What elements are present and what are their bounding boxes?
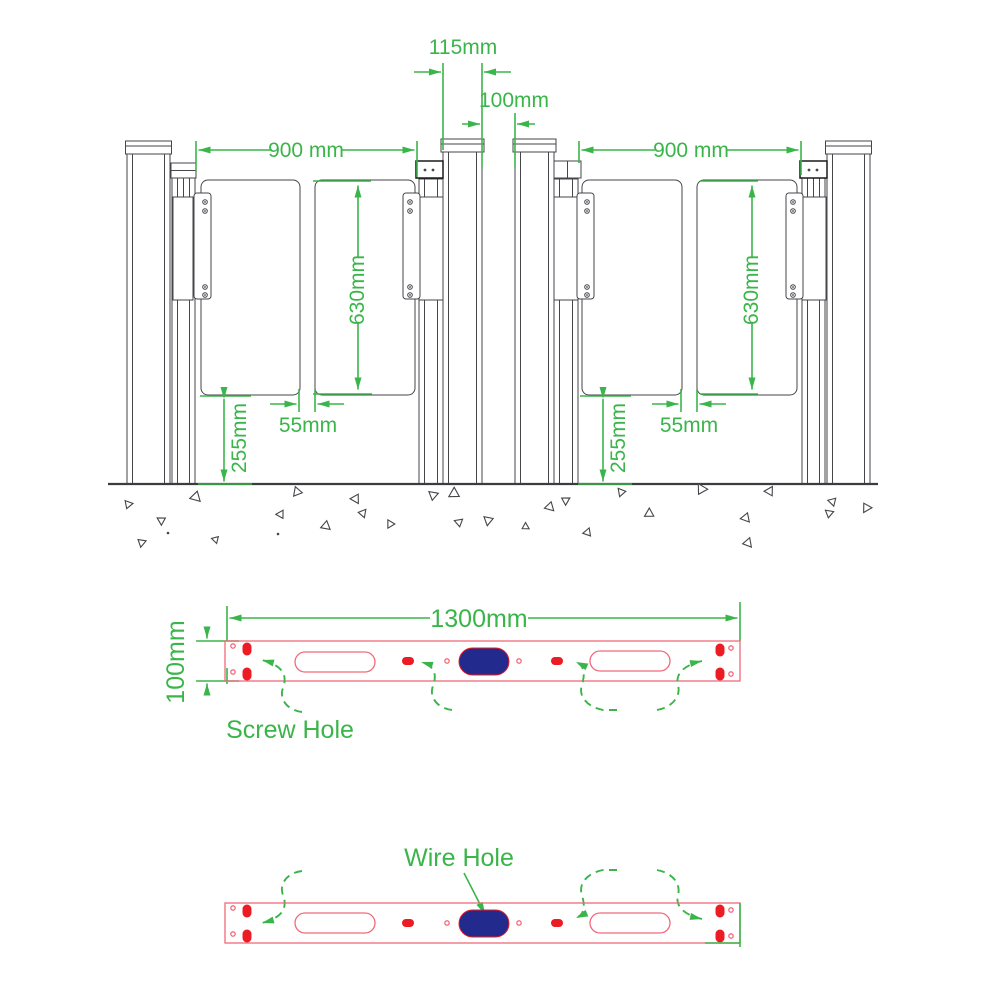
- dim-630-right-label: 630mm: [740, 255, 763, 325]
- dim-100-label: 100mm: [479, 89, 549, 112]
- dim-55-left-label: 55mm: [279, 414, 337, 437]
- ground-hatch-dot: [276, 532, 280, 536]
- wire-hole-callout-arrows: [261, 869, 703, 924]
- dim-115-label: 115mm: [429, 36, 497, 59]
- screw-hole-callout-arrows: [261, 659, 703, 713]
- ground-hatch-triangle: [617, 487, 627, 498]
- ground-hatch-triangle: [292, 485, 304, 497]
- screw-hole: [242, 642, 252, 656]
- slot-hole: [294, 651, 376, 673]
- screw-hole: [402, 657, 414, 665]
- glass-panel-1: [200, 179, 301, 396]
- screw-hole-label: Screw Hole: [226, 716, 354, 744]
- ground-hatch-triangle: [319, 519, 331, 531]
- base-plate-bottom-view: Wire Hole: [224, 844, 741, 947]
- screw-hole: [715, 929, 725, 943]
- ground-hatch-triangle: [483, 515, 495, 527]
- screw-hole: [242, 929, 252, 943]
- sensor-box-right-end: [799, 160, 828, 179]
- plate-top-dimensions: 100mm 1300mm: [162, 602, 741, 704]
- dim-255-right-label: 255mm: [607, 403, 630, 473]
- ground-hatch-triangle: [188, 490, 201, 503]
- plate-length-label: 1300mm: [430, 605, 527, 633]
- ground-hatch-triangle: [453, 518, 464, 528]
- base-plate-outline-bottom: [224, 902, 741, 947]
- dim-255-left-label: 255mm: [228, 403, 251, 473]
- ground-hatch-triangle: [824, 509, 835, 519]
- wire-hole: [458, 647, 510, 676]
- ground-hatch-triangle: [697, 482, 709, 496]
- gate-post-center-right: [512, 138, 557, 485]
- wire-hole-label: Wire Hole: [404, 844, 514, 872]
- ground-hatch-triangle: [357, 508, 367, 519]
- base-plate-outline: [224, 640, 741, 682]
- glass-panel-3: [581, 179, 683, 396]
- ground-hatch-triangle: [156, 517, 167, 527]
- dim-900-left-label: 900 mm: [268, 139, 344, 162]
- hinge-bracket-right-end: [785, 192, 827, 301]
- ground-hatch-triangle: [762, 485, 773, 497]
- ground-hatch-triangle: [560, 497, 571, 507]
- slot-hole: [589, 912, 671, 934]
- elevation-view: 115mm 100mm 900 mm 900 mm 630mm: [108, 36, 878, 549]
- ground-hatch-triangle: [521, 521, 531, 530]
- dim-630-left-label: 630mm: [346, 255, 369, 325]
- screw-hole: [715, 667, 725, 681]
- ground-hatch-triangle: [387, 518, 396, 530]
- ground-hatch-dot: [166, 531, 170, 535]
- plate-width-label: 100mm: [162, 620, 190, 703]
- gate-post-left-end: [125, 140, 172, 485]
- hinge-bracket-center-right: [553, 192, 595, 301]
- screw-hole: [715, 643, 725, 657]
- ground-hatch-triangle: [137, 538, 148, 549]
- ground-hatch-triangle: [348, 493, 359, 505]
- ground-hatch: [124, 482, 874, 549]
- screw-hole: [715, 904, 725, 918]
- ground-hatch-triangle: [581, 526, 592, 537]
- wire-hole-arrow: [463, 872, 486, 915]
- screw-hole: [242, 667, 252, 681]
- dim-900-right-label: 900 mm: [653, 139, 729, 162]
- arm-top-box-center-right: [553, 160, 582, 179]
- elevation-dimensions: 115mm 100mm 900 mm 900 mm 630mm: [195, 36, 802, 485]
- gate-post-right-end: [825, 140, 872, 485]
- screw-hole: [242, 904, 252, 918]
- ground-hatch-triangle: [826, 497, 837, 508]
- ground-hatch-triangle: [741, 536, 753, 548]
- hinge-bracket-center-left: [402, 192, 444, 301]
- screw-hole: [551, 919, 563, 927]
- ground-hatch-triangle: [274, 509, 284, 520]
- dim-55-right-label: 55mm: [660, 414, 718, 437]
- ground-hatch-triangle: [543, 500, 555, 512]
- slot-hole: [589, 650, 671, 672]
- arm-top-box-left: [170, 162, 197, 179]
- screw-hole: [551, 657, 563, 665]
- ground-hatch-triangle: [643, 506, 655, 517]
- gate-post-center-left: [440, 138, 485, 485]
- base-plate-top-view: 100mm 1300mm: [162, 602, 741, 744]
- ground-hatch-triangle: [447, 486, 461, 498]
- ground-hatch-triangle: [863, 502, 874, 514]
- hinge-bracket-left-end: [172, 192, 212, 301]
- ground-hatch-triangle: [428, 490, 440, 502]
- ground-hatch-triangle: [124, 499, 135, 510]
- wire-hole: [458, 909, 510, 938]
- sensor-box-center-left: [415, 160, 444, 179]
- slot-hole: [294, 912, 376, 934]
- screw-hole: [402, 919, 414, 927]
- ground-hatch-triangle: [210, 535, 220, 545]
- ground-hatch-triangle: [739, 511, 751, 523]
